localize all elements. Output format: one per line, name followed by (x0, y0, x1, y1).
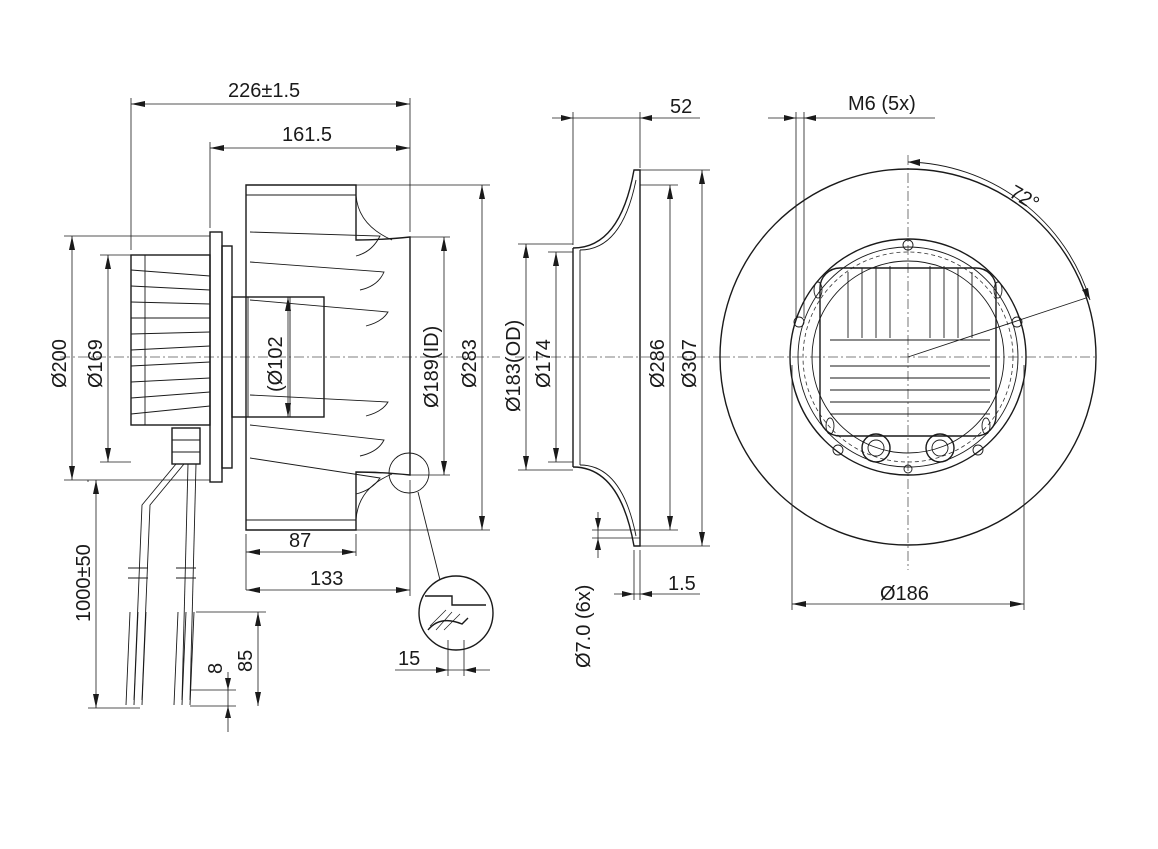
heatsink-fins (130, 255, 211, 425)
dim-dia-286: Ø286 (647, 339, 669, 388)
dim-dia-102: (Ø102 (265, 336, 287, 392)
dim-dia-174: Ø174 (533, 339, 555, 388)
dim-length-161: 161.5 (282, 124, 332, 146)
dim-angle-72: 72° (1006, 181, 1043, 215)
dim-dia-183: Ø183(OD) (503, 320, 525, 412)
dim-thread-m6: M6 (5x) (848, 93, 916, 115)
fan-front-view (719, 155, 1097, 570)
dim-dia-186: Ø186 (880, 583, 929, 605)
fan-side-view (60, 184, 500, 706)
dim-dia-307: Ø307 (679, 339, 701, 388)
mounting-holes (793, 239, 1023, 474)
dim-dia-283: Ø283 (459, 339, 481, 388)
dim-length-133: 133 (310, 568, 343, 590)
dim-dia-169: Ø169 (85, 339, 107, 388)
dim-cable-length: 1000±50 (73, 544, 95, 622)
dim-dia-200: Ø200 (49, 339, 71, 388)
dim-thickness-15: 1.5 (668, 573, 696, 595)
inlet-ring-side-view (515, 169, 720, 547)
dim-length-87: 87 (289, 530, 311, 552)
dim-depth-52: 52 (670, 96, 692, 118)
dim-lead-85: 85 (235, 650, 257, 672)
dim-hole-7: Ø7.0 (6x) (573, 585, 595, 668)
inlet-ring-dimensions: 52 Ø183(OD) Ø174 Ø286 Ø307 (503, 96, 710, 668)
front-heatsink-fins (830, 266, 990, 415)
dim-detail-15: 15 (398, 648, 420, 670)
dim-dia-189: Ø189(ID) (421, 326, 443, 408)
front-view-dimensions: M6 (5x) 72° Ø186 (768, 93, 1043, 610)
side-view-dimensions: 226±1.5 161.5 87 133 15 Ø200 (49, 80, 490, 732)
dim-lead-8: 8 (205, 663, 227, 674)
dim-overall-length: 226±1.5 (228, 80, 300, 102)
